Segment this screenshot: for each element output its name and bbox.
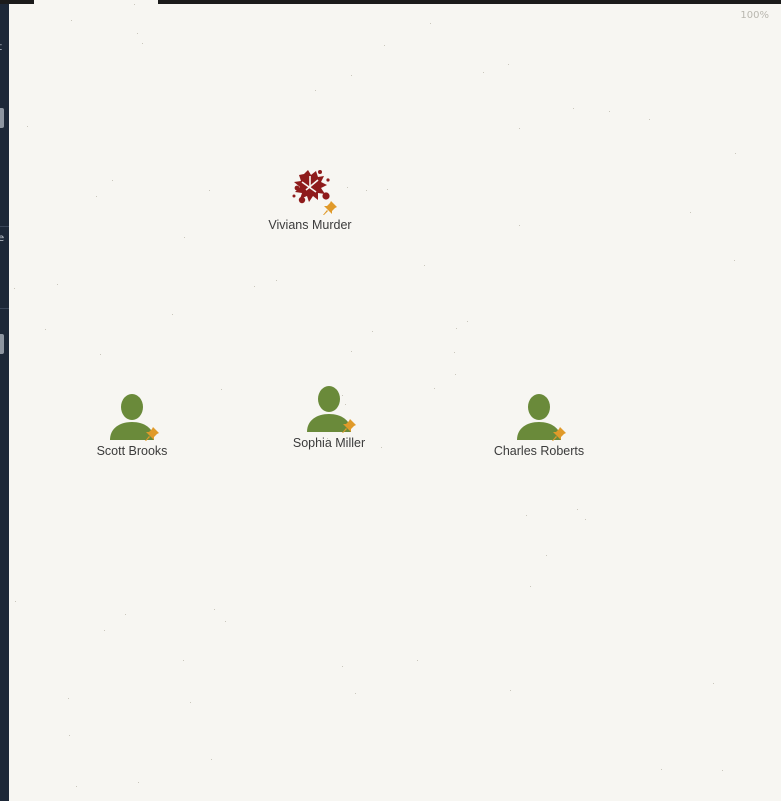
paper-texture-speck (142, 43, 143, 44)
paper-texture-speck (68, 698, 69, 699)
cut-off-text: e (0, 233, 5, 244)
paper-texture-speck (100, 354, 101, 355)
pin-icon (552, 427, 566, 441)
paper-texture-speck (214, 609, 215, 610)
paper-texture-speck (134, 4, 135, 5)
paper-texture-speck (211, 759, 212, 760)
node-label: Sophia Miller (292, 436, 366, 450)
paper-texture-speck (585, 519, 586, 520)
paper-texture-speck (530, 586, 531, 587)
paper-texture-speck (209, 190, 210, 191)
paper-texture-speck (225, 621, 226, 622)
paper-texture-speck (546, 555, 547, 556)
panel-scroll-handle[interactable] (0, 334, 4, 354)
paper-texture-speck (342, 395, 343, 396)
paper-texture-speck (190, 702, 191, 703)
paper-texture-speck (104, 630, 105, 631)
paper-texture-speck (366, 190, 367, 191)
paper-texture-speck (387, 189, 388, 190)
paper-texture-speck (417, 660, 418, 661)
cut-off-text: t (0, 42, 2, 53)
active-tab-indicator[interactable] (34, 0, 158, 4)
paper-texture-speck (454, 352, 455, 353)
paper-texture-speck (735, 153, 736, 154)
left-panel-edge: t e (0, 4, 9, 801)
paper-texture-speck (76, 786, 77, 787)
paper-texture-speck (649, 119, 650, 120)
paper-texture-speck (526, 515, 527, 516)
paper-texture-speck (430, 23, 431, 24)
paper-texture-speck (661, 769, 662, 770)
paper-texture-speck (467, 321, 468, 322)
paper-texture-speck (713, 683, 714, 684)
node-vivians-murder[interactable]: Vivians Murder (250, 166, 370, 232)
paper-texture-speck (14, 288, 15, 289)
paper-texture-speck (327, 438, 328, 439)
paper-texture-speck (351, 351, 352, 352)
paper-texture-speck (384, 45, 385, 46)
panel-divider (0, 226, 9, 227)
paper-texture-speck (138, 782, 139, 783)
node-sophia-miller[interactable]: Sophia Miller (269, 384, 389, 450)
zoom-level: 100% (740, 10, 769, 21)
paper-texture-speck (254, 286, 255, 287)
paper-texture-speck (276, 280, 277, 281)
paper-texture-speck (510, 690, 511, 691)
paper-texture-speck (483, 72, 484, 73)
paper-texture-speck (96, 196, 97, 197)
paper-texture-speck (508, 64, 509, 65)
paper-texture-speck (315, 90, 316, 91)
node-label: Scott Brooks (96, 444, 168, 458)
paper-texture-speck (577, 509, 578, 510)
paper-texture-speck (45, 329, 46, 330)
paper-texture-speck (137, 33, 138, 34)
paper-texture-speck (351, 75, 352, 76)
pin-icon (145, 427, 159, 441)
paper-texture-speck (221, 389, 222, 390)
paper-texture-speck (456, 328, 457, 329)
paper-texture-speck (690, 212, 691, 213)
paper-texture-speck (355, 693, 356, 694)
paper-texture-speck (345, 404, 346, 405)
investigation-board-canvas[interactable]: 100% (9, 4, 781, 801)
paper-texture-speck (734, 260, 735, 261)
node-label: Vivians Murder (268, 218, 352, 232)
paper-texture-speck (372, 331, 373, 332)
paper-texture-speck (381, 447, 382, 448)
paper-texture-speck (15, 601, 16, 602)
person-icon (102, 392, 162, 442)
paper-texture-speck (519, 128, 520, 129)
paper-texture-speck (184, 237, 185, 238)
paper-texture-speck (112, 180, 113, 181)
panel-scroll-handle[interactable] (0, 108, 4, 128)
paper-texture-speck (722, 770, 723, 771)
node-label: Charles Roberts (493, 444, 585, 458)
paper-texture-speck (434, 388, 435, 389)
paper-texture-speck (342, 666, 343, 667)
panel-divider (0, 308, 9, 309)
paper-texture-speck (27, 126, 28, 127)
node-charles-roberts[interactable]: Charles Roberts (479, 392, 599, 458)
paper-texture-speck (69, 735, 70, 736)
paper-texture-speck (57, 284, 58, 285)
paper-texture-speck (455, 374, 456, 375)
pin-icon (323, 201, 337, 215)
paper-texture-speck (347, 187, 348, 188)
node-scott-brooks[interactable]: Scott Brooks (72, 392, 192, 458)
pin-icon (342, 419, 356, 433)
paper-texture-speck (183, 660, 184, 661)
person-icon (509, 392, 569, 442)
paper-texture-speck (71, 20, 72, 21)
paper-texture-speck (125, 614, 126, 615)
paper-texture-speck (519, 225, 520, 226)
person-icon (299, 384, 359, 434)
paper-texture-speck (609, 111, 610, 112)
paper-texture-speck (424, 265, 425, 266)
paper-texture-speck (172, 314, 173, 315)
paper-texture-speck (573, 108, 574, 109)
top-bar (0, 0, 781, 4)
blood-splatter-icon (280, 166, 340, 216)
